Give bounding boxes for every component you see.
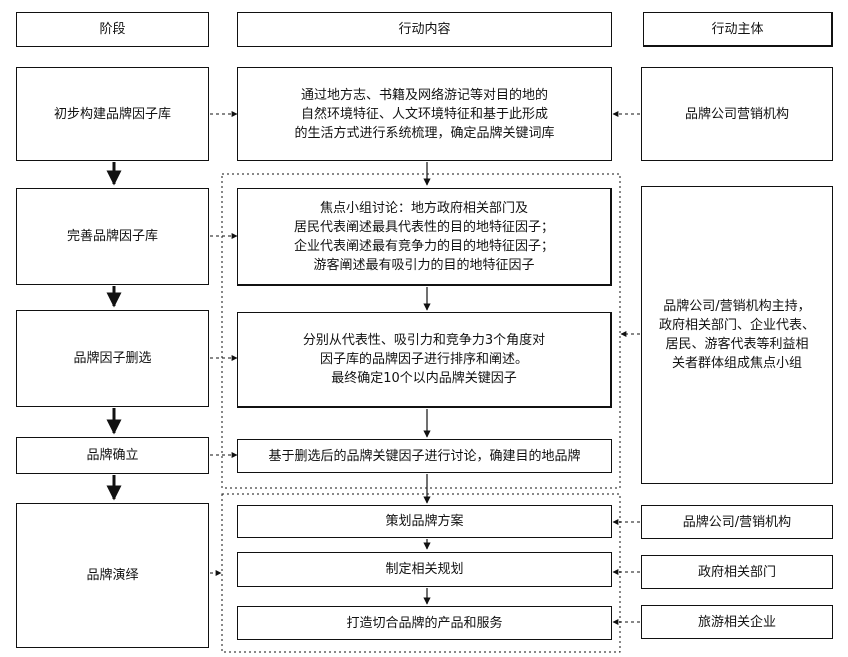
content-initial-build: 通过地方志、书籍及网络游记等对目的地的 自然环境特征、人文环境特征和基于此形成 …	[237, 67, 612, 161]
stage-establish: 品牌确立	[16, 437, 209, 474]
content-ranking: 分别从代表性、吸引力和竞争力3个角度对 因子库的品牌因子进行排序和阐述。 最终确…	[237, 312, 612, 408]
content-focus-group: 焦点小组讨论：地方政府相关部门及 居民代表阐述最具代表性的目的地特征因子； 企业…	[237, 188, 612, 286]
actor-brand-company: 品牌公司营销机构	[641, 67, 833, 161]
header-actor: 行动主体	[643, 12, 833, 47]
stage-initial-build: 初步构建品牌因子库	[16, 67, 209, 161]
header-content: 行动内容	[237, 12, 612, 47]
actor-brand-agency: 品牌公司/营销机构	[641, 505, 833, 539]
stage-refine: 完善品牌因子库	[16, 188, 209, 285]
content-plan-brand: 策划品牌方案	[237, 505, 612, 538]
actor-government: 政府相关部门	[641, 555, 833, 589]
content-establish: 基于删选后的品牌关键因子进行讨论，确建目的地品牌	[237, 439, 612, 473]
actor-tourism-enterprises: 旅游相关企业	[641, 605, 833, 639]
group-frame-deduction	[221, 493, 621, 653]
content-products-services: 打造切合品牌的产品和服务	[237, 606, 612, 640]
header-stage: 阶段	[16, 12, 209, 47]
stage-interpret: 品牌演绎	[16, 503, 209, 648]
actor-focus-group: 品牌公司/营销机构主持， 政府相关部门、企业代表、 居民、游客代表等利益相 关者…	[641, 186, 833, 484]
group-frame-focus	[221, 173, 621, 489]
stage-filter: 品牌因子删选	[16, 310, 209, 407]
content-make-plans: 制定相关规划	[237, 552, 612, 587]
